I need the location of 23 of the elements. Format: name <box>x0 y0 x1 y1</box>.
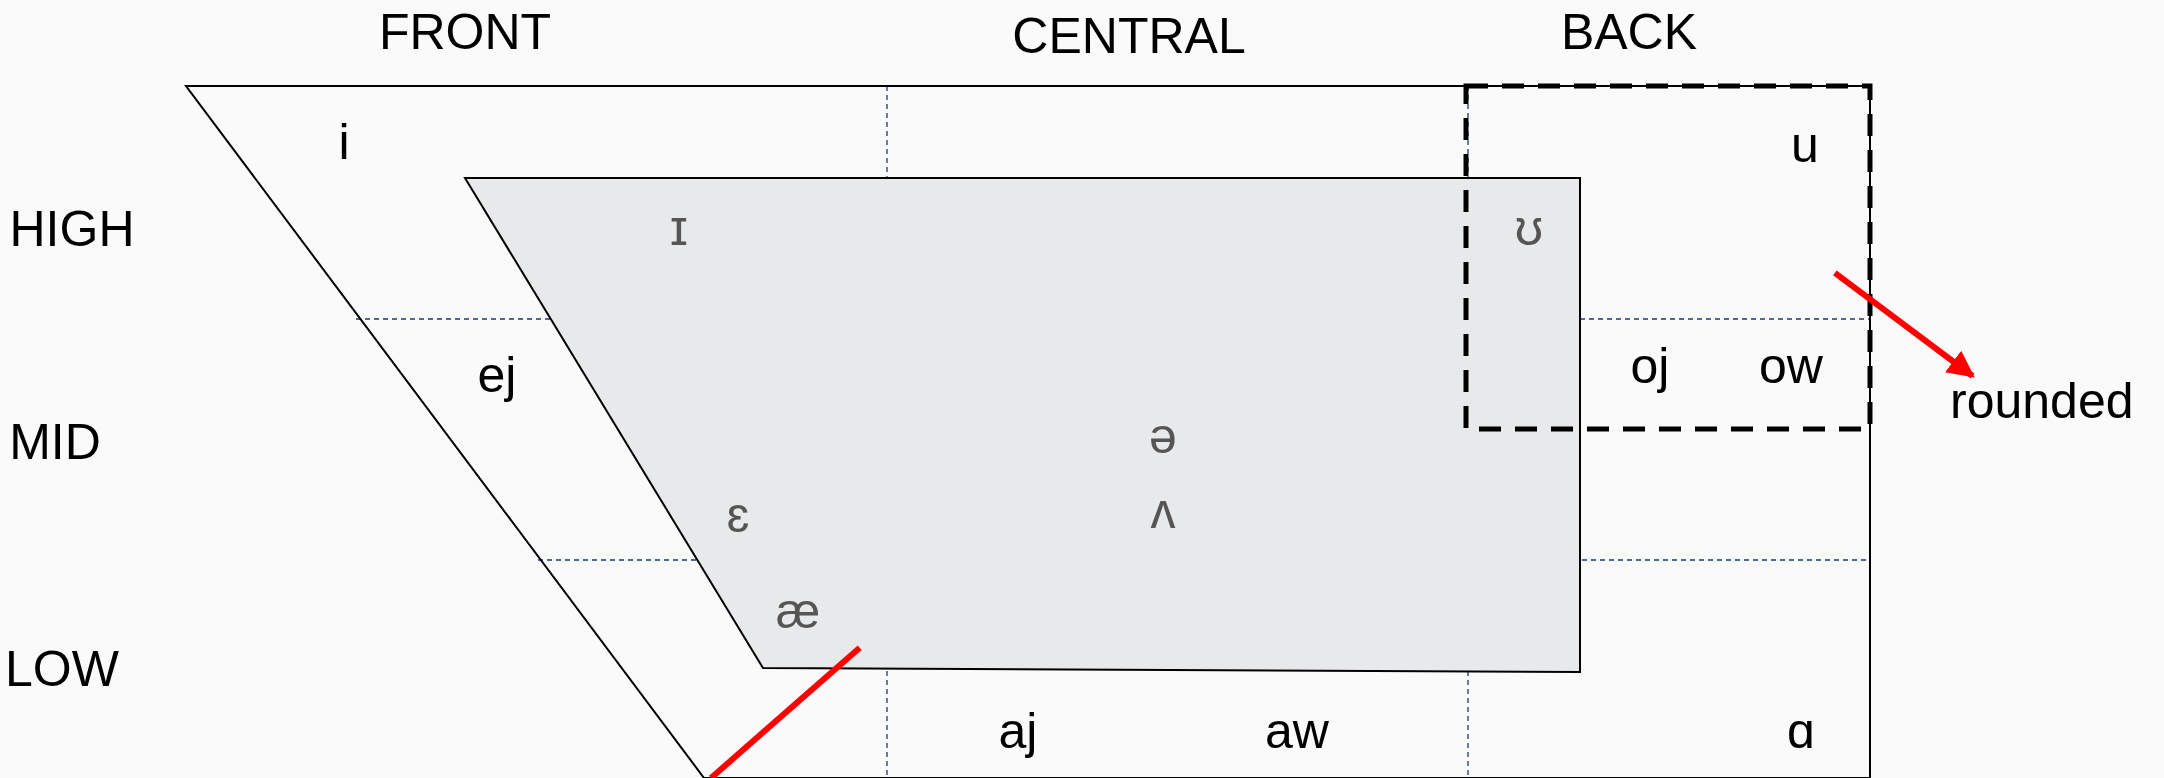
axis-label: FRONT <box>378 7 552 57</box>
vowel-symbol: æ <box>775 586 821 636</box>
axis-label: HIGH <box>9 204 135 254</box>
vowel-symbol: aw <box>1265 706 1329 756</box>
arrow <box>1833 270 1975 379</box>
vowel-symbol: u <box>1791 120 1819 170</box>
vowel-symbol: ɑ <box>1787 706 1815 756</box>
annotation-label: rounded <box>1950 376 2134 426</box>
vowel-symbol: ʌ <box>1150 486 1176 536</box>
axis-label: MID <box>9 417 101 467</box>
vowel-symbol: oj <box>1630 341 1670 391</box>
axis-label: LOW <box>5 644 119 694</box>
vowel-symbol: i <box>338 117 350 167</box>
vowel-symbol: ɪ <box>670 203 688 253</box>
vowel-symbol: aj <box>998 706 1038 756</box>
vowel-symbol: ə <box>1149 411 1177 461</box>
leader-line <box>709 645 862 778</box>
vowel-symbol: ej <box>477 350 517 400</box>
vowel-symbol: ow <box>1759 341 1823 391</box>
vowel-symbol: ɛ <box>726 490 750 540</box>
axis-label: BACK <box>1560 7 1698 57</box>
vowel-symbol: ʊ <box>1514 203 1544 253</box>
axis-label: CENTRAL <box>1012 11 1246 61</box>
